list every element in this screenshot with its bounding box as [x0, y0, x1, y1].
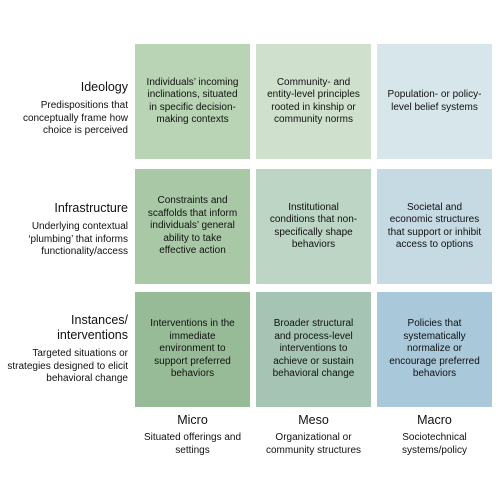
column-label-meso: Meso Organizational or community structu…: [256, 413, 371, 457]
cell-infrastructure-macro: Societal and economic structures that su…: [377, 169, 492, 284]
cell-ideology-macro: Population- or policy-level belief syste…: [377, 44, 492, 159]
column-title: Meso: [298, 413, 329, 427]
column-description: Organizational or community structures: [265, 432, 362, 456]
cell-infrastructure-micro: Constraints and scaffolds that inform in…: [135, 169, 250, 284]
row-title: Instances/ interventions: [57, 313, 128, 342]
cell-ideology-meso: Community- and entity-level principles r…: [256, 44, 371, 159]
cell-instances-meso: Broader structural and process-level int…: [256, 292, 371, 407]
row-label-instances: Instances/ interventions Targeted situat…: [0, 313, 128, 386]
row-description: Targeted situations or strategies design…: [7, 348, 128, 384]
column-label-micro: Micro Situated offerings and settings: [135, 413, 250, 457]
cell-infrastructure-meso: Institutional conditions that non-specif…: [256, 169, 371, 284]
row-title: Ideology: [80, 80, 128, 94]
cell-ideology-micro: Individuals’ incoming inclinations, situ…: [135, 44, 250, 159]
cell-instances-micro: Interventions in the immediate environme…: [135, 292, 250, 407]
column-title: Macro: [417, 413, 452, 427]
cell-instances-macro: Policies that systematically normalize o…: [377, 292, 492, 407]
column-label-macro: Macro Sociotechnical systems/policy: [377, 413, 492, 457]
row-description: Underlying contextual ‘plumbing’ that in…: [28, 221, 128, 257]
row-title: Infrastructure: [54, 201, 128, 215]
row-description: Predispositions that conceptually frame …: [22, 100, 128, 136]
column-description: Sociotechnical systems/policy: [401, 432, 467, 456]
row-label-ideology: Ideology Predispositions that conceptual…: [0, 80, 128, 138]
column-title: Micro: [177, 413, 208, 427]
column-description: Situated offerings and settings: [143, 432, 242, 456]
row-label-infrastructure: Infrastructure Underlying contextual ‘pl…: [0, 201, 128, 259]
